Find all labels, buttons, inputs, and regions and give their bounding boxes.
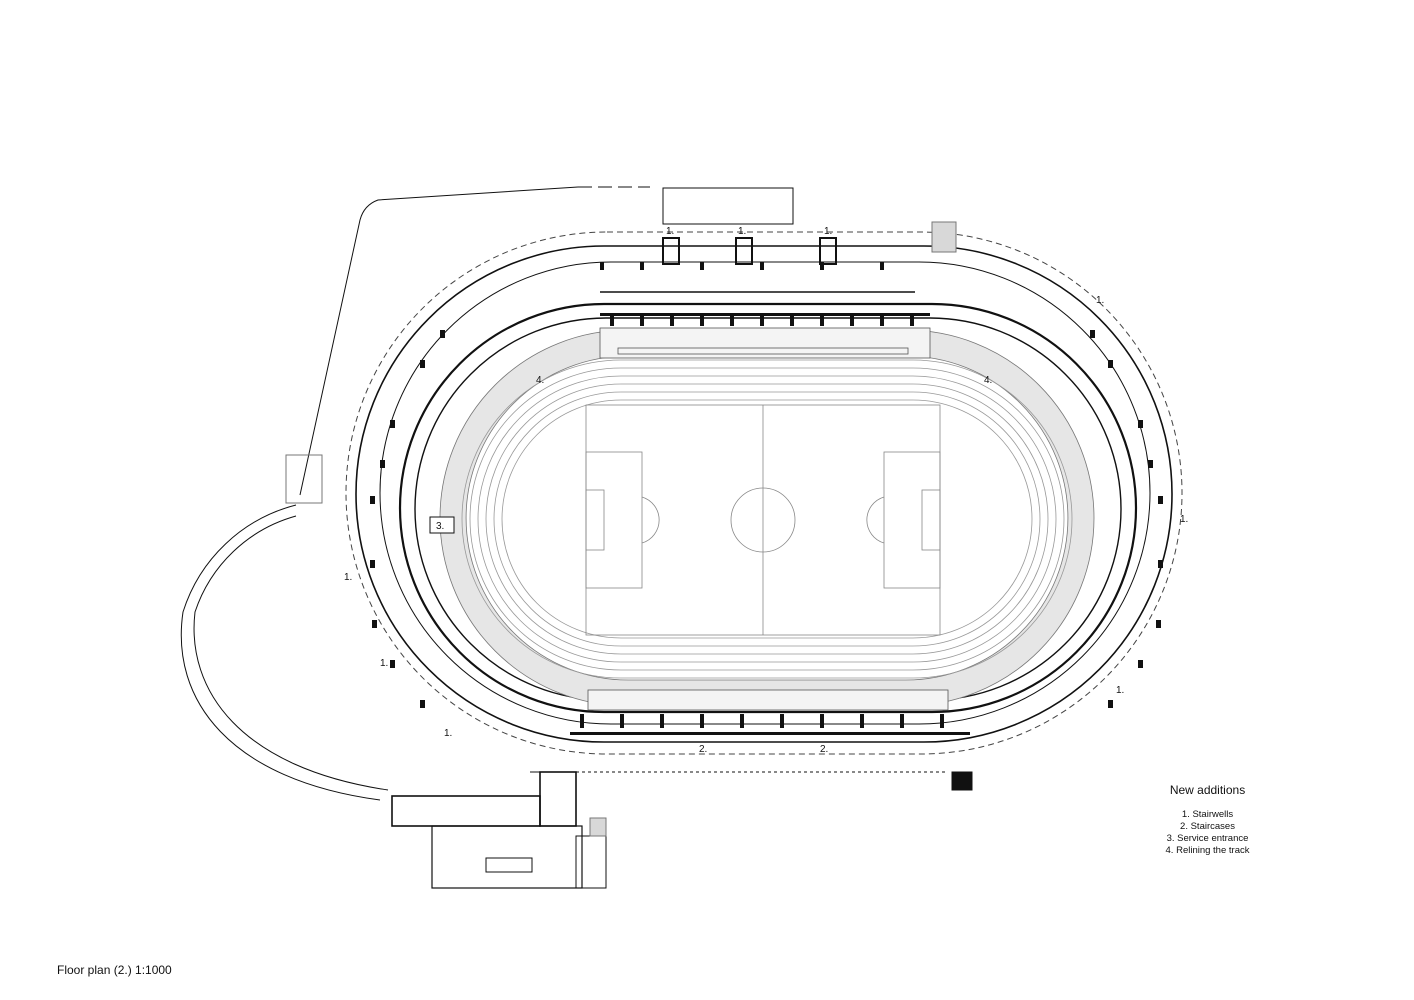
legend-item-service-entrance: 3. Service entrance [1166,833,1249,844]
marker-stairwell-9: 1. [444,728,452,739]
marker-service-entrance: 3. [429,516,455,534]
marker-stairwell-8: 1. [380,658,388,669]
outer-facade [355,245,1173,743]
northwest-ramp [285,454,323,504]
marker-relining-2: 4. [984,375,992,386]
north-stand [599,327,931,359]
legend: New additions 1. Stairwells 2. Staircase… [1150,783,1265,857]
north-stand-edge [617,347,909,355]
football-pitch [585,404,941,636]
west-curved-path-inner [193,515,389,791]
west-curved-path [180,504,381,801]
marker-staircases: 2. 2. [699,744,828,755]
marker-staircase-2: 2. [820,744,828,755]
facade-inner [379,261,1151,725]
legend-item-relining: 4. Relining the track [1165,845,1250,856]
legend-item-staircases: 2. Staircases [1180,821,1235,832]
marker-relining: 4. 4. [536,375,992,386]
south-stand [587,689,949,711]
north-annex [662,187,794,225]
plan-caption: Floor plan (2.) 1:1000 [57,963,172,977]
outer-dashed-outline [345,231,1183,755]
marker-stairwell-1: 1. [666,226,674,237]
west-annex [391,771,948,889]
marker-relining-1: 4. [536,375,544,386]
concourse-outer-wall [398,302,1138,714]
site-boundary [299,186,579,496]
marker-stairwell-2: 1. [738,226,746,237]
marker-stairwell-7: 1. [344,572,352,583]
svg-text:3.: 3. [436,521,444,532]
south-wall-blocks [570,714,970,735]
marker-stairwells: 1. 1. 1. 1. 1. 1. 1. 1. 1. [344,226,1188,739]
marker-stairwell-5: 1. [1180,514,1188,525]
seating-bowl [439,329,1095,707]
legend-item-stairwells: 1. Stairwells [1181,809,1234,820]
facade-columns [370,262,1163,708]
north-building [600,221,973,791]
marker-stairwell-4: 1. [1096,295,1104,306]
running-track [461,359,1073,679]
legend-title: New additions [1169,783,1246,797]
marker-stairwell-3: 1. [824,226,832,237]
marker-stairwell-6: 1. [1116,685,1124,696]
north-wall-blocks [600,313,930,326]
marker-staircase-1: 2. [699,744,707,755]
